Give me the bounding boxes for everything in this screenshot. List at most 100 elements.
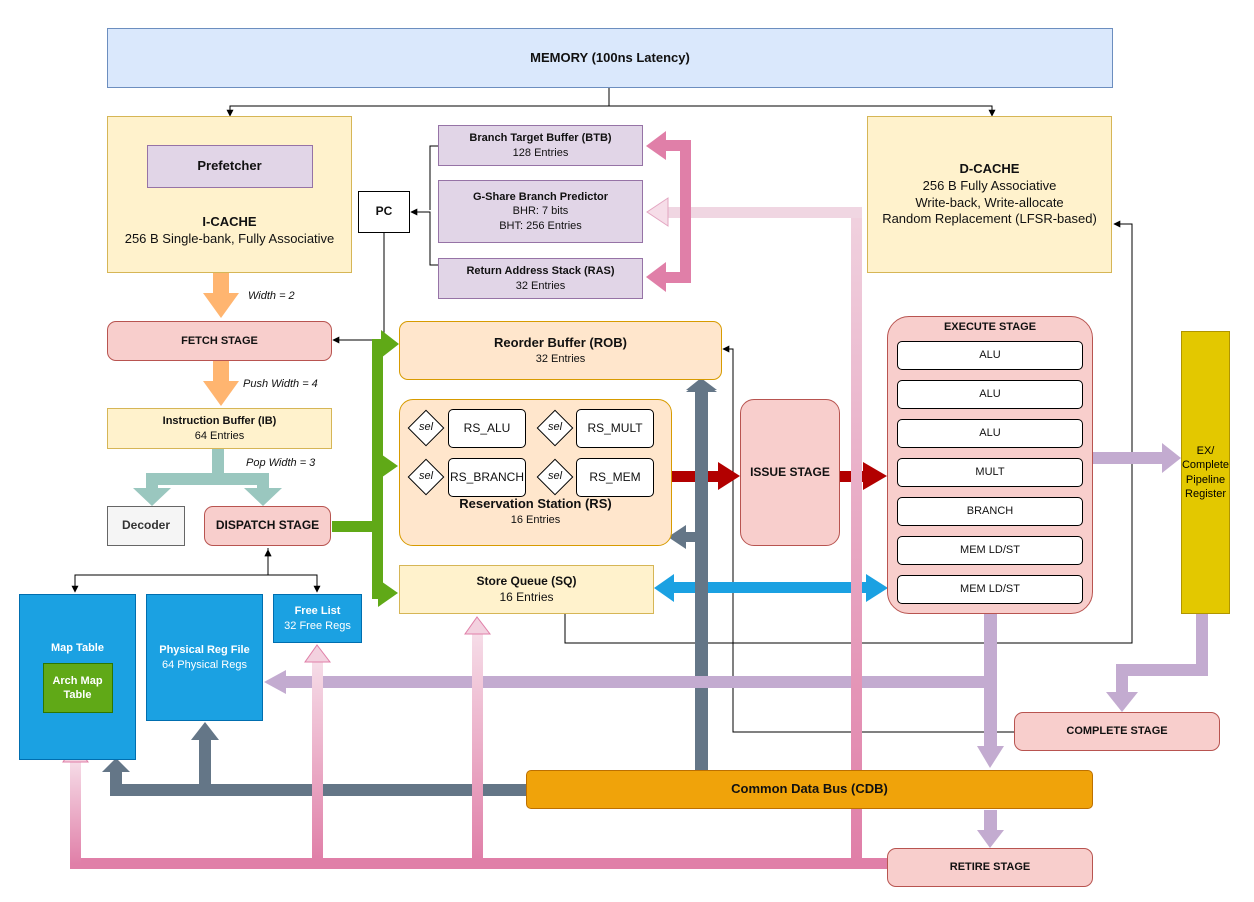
width-label: Width = 2 xyxy=(248,290,295,302)
retire-stage: RETIRE STAGE xyxy=(887,848,1093,887)
rs-branch-label: RS_BRANCH xyxy=(449,469,524,484)
dispatch-to-regs-wire xyxy=(74,548,318,592)
icache-block: Prefetcher I-CACHE 256 B Single-bank, Fu… xyxy=(107,116,352,273)
ras-desc: 32 Entries xyxy=(515,279,566,292)
exec-unit-branch: BRANCH xyxy=(897,497,1083,526)
arch-map-line1: Arch Map xyxy=(52,674,103,687)
prf-desc: 64 Physical Regs xyxy=(162,658,247,671)
rs-alu-label: RS_ALU xyxy=(463,420,511,435)
icache-title: I-CACHE xyxy=(202,214,257,229)
sq-block: Store Queue (SQ) 16 Entries xyxy=(399,565,654,614)
dcache-line1: 256 B Fully Associative xyxy=(922,177,1057,193)
exec-unit-label: MULT xyxy=(975,466,1005,479)
execute-arrows xyxy=(264,443,1208,848)
decoder-block: Decoder xyxy=(107,506,185,546)
btb-title: Branch Target Buffer (BTB) xyxy=(469,132,612,145)
map-table-block: Map Table Arch Map Table xyxy=(19,594,136,760)
dcache-title: D-CACHE xyxy=(959,160,1020,176)
dcache-line3: Random Replacement (LFSR-based) xyxy=(882,211,1097,227)
ex-reg-line3: Pipeline xyxy=(1185,473,1226,486)
prf-title: Physical Reg File xyxy=(159,644,250,657)
ex-complete-register: EX/ Complete Pipeline Register xyxy=(1181,331,1230,614)
exec-unit-alu-3: ALU xyxy=(897,419,1083,448)
ras-block: Return Address Stack (RAS) 32 Entries xyxy=(438,258,643,299)
fetch-stage: FETCH STAGE xyxy=(107,321,332,361)
btb-desc: 128 Entries xyxy=(512,146,569,159)
rs-alu-sel-label: sel xyxy=(418,421,434,433)
fetch-arrows xyxy=(203,273,239,406)
free-list-title: Free List xyxy=(294,605,341,618)
memory-label: MEMORY (100ns Latency) xyxy=(530,49,690,65)
pc-block: PC xyxy=(358,191,410,233)
ib-block: Instruction Buffer (IB) 64 Entries xyxy=(107,408,332,449)
exec-unit-label: MEM LD/ST xyxy=(960,583,1020,596)
ib-to-dispatch-arrows xyxy=(133,449,282,506)
rs-mem-label: RS_MEM xyxy=(589,469,641,484)
dispatch-stage: DISPATCH STAGE xyxy=(204,506,331,546)
gshare-title: G-Share Branch Predictor xyxy=(472,191,609,204)
exec-unit-alu-2: ALU xyxy=(897,380,1083,409)
gshare-block: G-Share Branch Predictor BHR: 7 bits BHT… xyxy=(438,180,643,243)
free-list-block: Free List 32 Free Regs xyxy=(273,594,362,643)
dcache-line2: Write-back, Write-allocate xyxy=(915,194,1064,210)
rs-mult-sel-label: sel xyxy=(547,421,563,433)
rs-mem-unit: RS_MEM xyxy=(576,458,654,497)
exec-unit-label: ALU xyxy=(979,349,1001,362)
ib-desc: 64 Entries xyxy=(194,429,245,442)
fetch-label: FETCH STAGE xyxy=(181,334,258,347)
rs-branch-unit: RS_BRANCH xyxy=(448,458,526,497)
rob-desc: 32 Entries xyxy=(535,352,586,365)
ex-reg-line4: Register xyxy=(1185,487,1226,500)
ras-to-pc-wire xyxy=(410,208,438,266)
exec-unit-label: MEM LD/ST xyxy=(960,544,1020,557)
complete-label: COMPLETE STAGE xyxy=(1066,725,1168,738)
rs-mem-sel-label: sel xyxy=(547,470,563,482)
sq-exec-arrow xyxy=(654,574,888,602)
cdb-label: Common Data Bus (CDB) xyxy=(731,781,888,797)
map-table-title: Map Table xyxy=(51,641,104,654)
rs-branch-sel-label: sel xyxy=(418,470,434,482)
rs-desc: 16 Entries xyxy=(510,513,561,526)
pop-width-label: Pop Width = 3 xyxy=(246,457,316,469)
gshare-line1: BHR: 7 bits xyxy=(512,205,569,218)
rs-title: Reservation Station (RS) xyxy=(459,495,612,511)
arch-map-line2: Table xyxy=(63,689,92,702)
rs-mult-label: RS_MULT xyxy=(587,420,643,435)
cdb-block: Common Data Bus (CDB) xyxy=(526,770,1093,809)
prefetcher-block: Prefetcher xyxy=(146,145,313,188)
decoder-label: Decoder xyxy=(121,518,171,533)
ras-title: Return Address Stack (RAS) xyxy=(466,265,615,278)
prefetcher-label: Prefetcher xyxy=(197,158,262,174)
rob-block: Reorder Buffer (ROB) 32 Entries xyxy=(399,321,722,380)
rob-title: Reorder Buffer (ROB) xyxy=(494,334,627,350)
complete-to-rob-wire xyxy=(722,345,1014,733)
exec-unit-mem-1: MEM LD/ST xyxy=(897,536,1083,565)
rs-mult-unit: RS_MULT xyxy=(576,409,654,448)
arch-map-table-block: Arch Map Table xyxy=(42,663,113,714)
dcache-block: D-CACHE 256 B Fully Associative Write-ba… xyxy=(867,116,1112,273)
execute-title: EXECUTE STAGE xyxy=(943,321,1037,333)
free-list-desc: 32 Free Regs xyxy=(284,619,351,632)
gshare-line2: BHT: 256 Entries xyxy=(499,219,582,232)
sq-title: Store Queue (SQ) xyxy=(476,573,577,588)
icache-desc: 256 B Single-bank, Fully Associative xyxy=(124,230,335,246)
exec-unit-label: ALU xyxy=(979,427,1001,440)
exec-unit-label: ALU xyxy=(979,388,1001,401)
retire-label: RETIRE STAGE xyxy=(949,861,1031,874)
exec-unit-mem-2: MEM LD/ST xyxy=(897,575,1083,604)
exec-unit-mult: MULT xyxy=(897,458,1083,487)
pc-label: PC xyxy=(375,204,393,219)
exec-unit-alu-1: ALU xyxy=(897,341,1083,370)
issue-stage: ISSUE STAGE xyxy=(740,399,840,546)
dispatch-label: DISPATCH STAGE xyxy=(215,518,320,533)
ex-reg-line2: Complete xyxy=(1181,459,1230,472)
dispatch-arrows xyxy=(332,330,399,607)
ex-reg-line1: EX/ xyxy=(1196,444,1215,457)
push-width-label: Push Width = 4 xyxy=(243,378,318,390)
rs-alu-unit: RS_ALU xyxy=(448,409,526,448)
exec-unit-label: BRANCH xyxy=(966,505,1014,518)
btb-to-pc-wire xyxy=(429,145,438,210)
issue-label: ISSUE STAGE xyxy=(750,464,830,479)
btb-block: Branch Target Buffer (BTB) 128 Entries xyxy=(438,125,643,166)
btb-ras-arrows xyxy=(646,131,691,292)
